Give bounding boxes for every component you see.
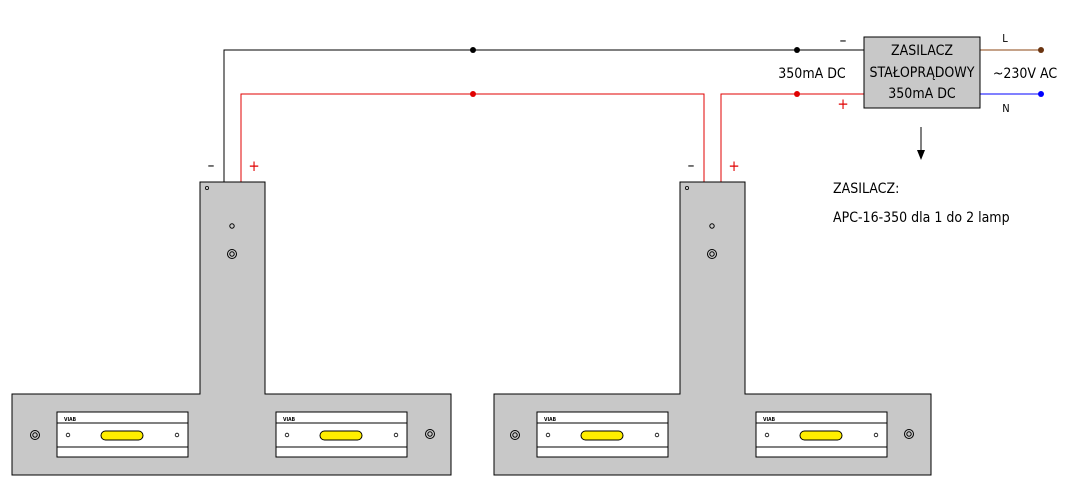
lamp-end-screw	[30, 430, 40, 440]
power-supply-current: 350mA DC	[888, 86, 956, 102]
lamp-minus-label: –	[208, 156, 215, 174]
lamp-mount-screw	[709, 251, 715, 257]
lamp-mount-screw	[229, 251, 235, 257]
neutral-terminal	[1038, 91, 1044, 97]
lamp-screw-hole	[685, 185, 690, 190]
lamp-screw-hole	[204, 185, 209, 190]
lamp-screw-hole	[229, 223, 235, 229]
positive-wire-junction	[470, 91, 476, 97]
neutral-label: N	[1002, 102, 1009, 115]
live-terminal	[1038, 47, 1044, 53]
led-emitter	[580, 430, 624, 441]
lamp-plus-label: +	[728, 157, 739, 175]
power-supply-plus-label: +	[837, 95, 848, 113]
lamp-1: VIAB VIAB – +	[11, 156, 452, 476]
led-module-brand: VIAB	[64, 417, 77, 423]
lamp-minus-label: –	[688, 156, 695, 174]
led-module-brand: VIAB	[544, 417, 557, 423]
lamp-mount-screw	[707, 249, 717, 259]
led-module: VIAB	[536, 411, 669, 458]
led-module-brand: VIAB	[763, 417, 776, 423]
power-supply-box	[863, 36, 981, 109]
led-emitter	[100, 430, 144, 441]
positive-wire-lamp-2	[720, 93, 864, 182]
led-module: VIAB	[275, 411, 408, 458]
led-module: VIAB	[755, 411, 888, 458]
negative-wire-junction	[794, 47, 800, 53]
power-supply-output-label: 350mA DC	[778, 66, 846, 82]
lamp-end-screw	[427, 431, 433, 437]
note-title: ZASILACZ:	[833, 181, 899, 197]
live-label: L	[1002, 32, 1008, 45]
lamp-screw-hole	[709, 223, 715, 229]
lamp-end-screw	[510, 430, 520, 440]
power-supply-type: STAŁOPRĄDOWY	[870, 65, 975, 81]
power-supply-minus-label: –	[840, 31, 847, 49]
led-module: VIAB	[56, 411, 189, 458]
negative-wire-junction	[470, 47, 476, 53]
positive-wire-junction	[794, 91, 800, 97]
note-arrow-head	[917, 150, 925, 160]
lamp-body	[11, 181, 452, 476]
lamp-mount-screw	[227, 249, 237, 259]
power-supply-input-label: ~230V AC	[993, 66, 1058, 82]
lamp-plus-label: +	[248, 157, 259, 175]
lamp-2: VIAB VIAB – +	[493, 156, 932, 476]
led-emitter	[799, 430, 843, 441]
lamp-end-screw	[32, 432, 38, 438]
note-detail: APC-16-350 dla 1 do 2 lamp	[833, 210, 1010, 226]
lamp-end-screw	[906, 431, 912, 437]
led-module-brand: VIAB	[283, 417, 296, 423]
lamp-end-screw	[425, 429, 435, 439]
negative-wire	[223, 49, 864, 182]
lamp-end-screw	[904, 429, 914, 439]
positive-wire-lamp-1	[240, 93, 705, 182]
led-emitter	[319, 430, 363, 441]
power-supply-title: ZASILACZ	[891, 43, 953, 59]
lamp-end-screw	[512, 432, 518, 438]
lamp-body	[493, 181, 932, 476]
